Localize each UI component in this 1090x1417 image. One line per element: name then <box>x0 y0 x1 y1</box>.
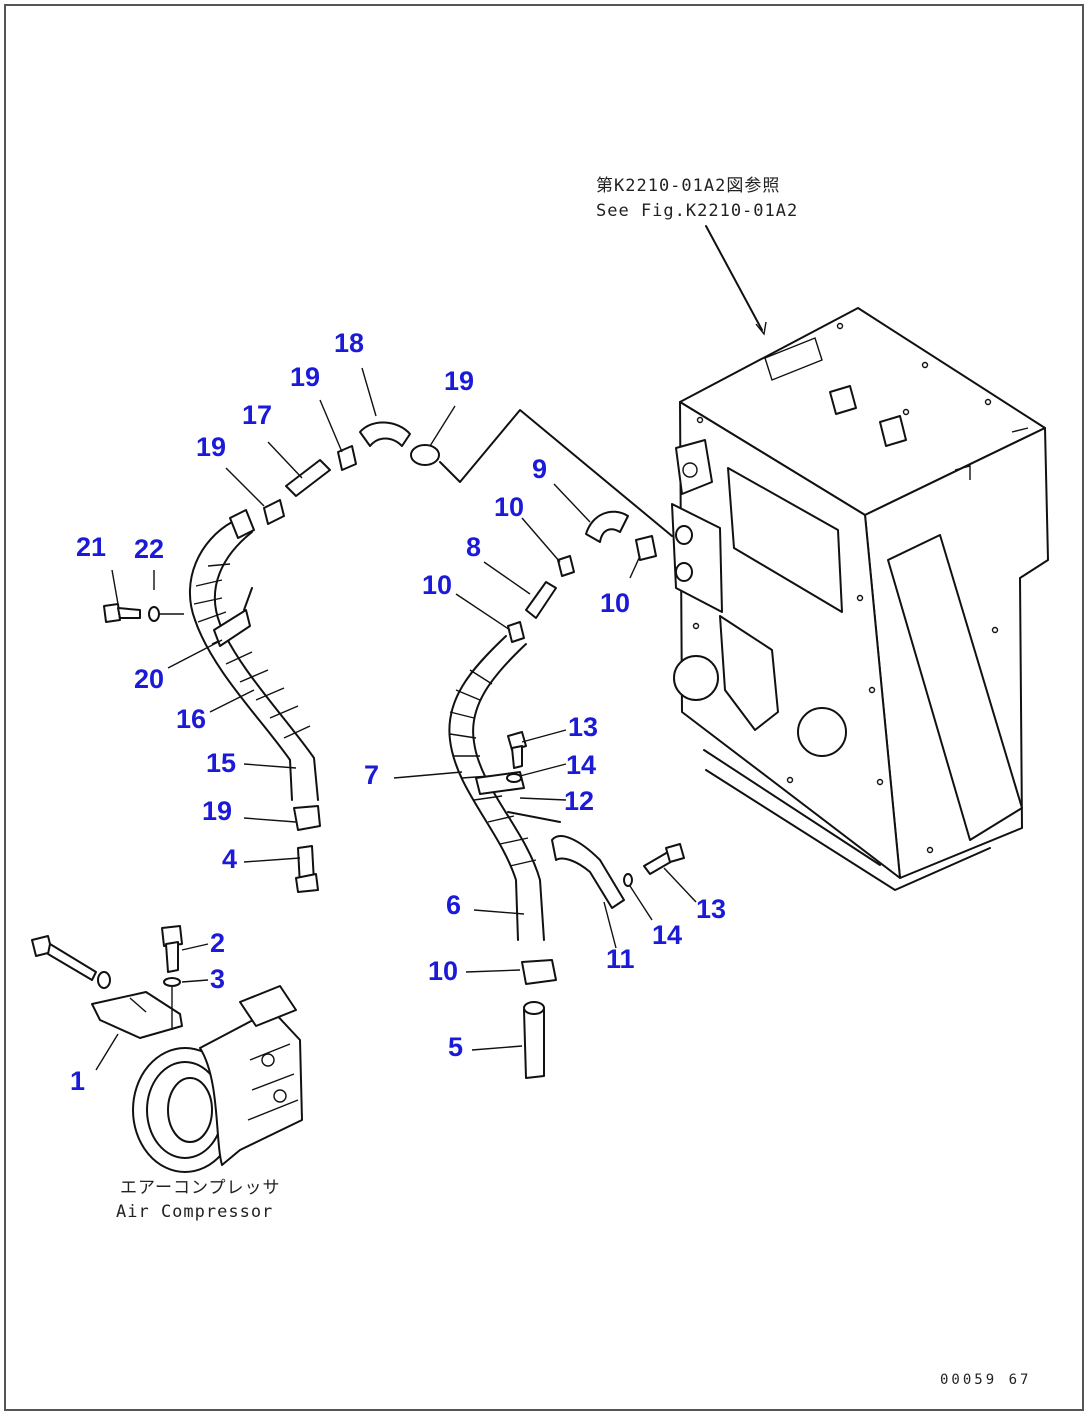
hose-assembly-center <box>448 510 685 1079</box>
callout-8: 8 <box>466 532 481 562</box>
callout-4: 4 <box>222 844 237 874</box>
reference-leader <box>705 225 763 331</box>
callout-19: 19 <box>444 366 474 396</box>
callout-12: 12 <box>564 786 594 816</box>
callout-21: 21 <box>76 532 106 562</box>
callout-11: 11 <box>606 944 635 974</box>
callout-10: 10 <box>428 956 458 986</box>
callout-20: 20 <box>134 664 164 694</box>
compressor-label-en: Air Compressor <box>116 1202 273 1222</box>
leader-lines <box>95 367 697 1071</box>
callout-13: 13 <box>696 894 726 924</box>
callout-numbers: 18 19 19 17 19 9 10 8 21 22 10 10 20 16 … <box>70 328 726 1096</box>
compressor-label-jp: エアーコンプレッサ <box>120 1178 280 1198</box>
air-compressor <box>31 925 303 1173</box>
callout-17: 17 <box>242 400 272 430</box>
callout-10: 10 <box>600 588 630 618</box>
callout-19: 19 <box>290 362 320 392</box>
reference-figure-jp: 第K2210-01A2図参照 <box>596 176 780 196</box>
callout-6: 6 <box>446 890 461 920</box>
callout-10: 10 <box>494 492 524 522</box>
callout-19: 19 <box>202 796 232 826</box>
callout-16: 16 <box>176 704 206 734</box>
callout-7: 7 <box>364 760 379 790</box>
callout-19: 19 <box>196 432 226 462</box>
heater-unit-housing <box>671 307 1049 891</box>
drawing-code: 00059 67 <box>940 1372 1031 1388</box>
callout-22: 22 <box>134 534 164 564</box>
callout-14: 14 <box>566 750 596 780</box>
callout-2: 2 <box>210 928 225 958</box>
callout-1: 1 <box>70 1066 85 1096</box>
callout-9: 9 <box>532 454 547 484</box>
callout-14: 14 <box>652 920 682 950</box>
drawing-frame <box>4 4 1084 1411</box>
callout-5: 5 <box>448 1032 463 1062</box>
reference-figure-en: See Fig.K2210-01A2 <box>596 201 798 221</box>
callout-15: 15 <box>206 748 236 778</box>
callout-10: 10 <box>422 570 452 600</box>
callout-18: 18 <box>334 328 364 358</box>
callout-3: 3 <box>210 964 225 994</box>
callout-13: 13 <box>568 712 598 742</box>
hose-assembly-left <box>103 409 673 893</box>
